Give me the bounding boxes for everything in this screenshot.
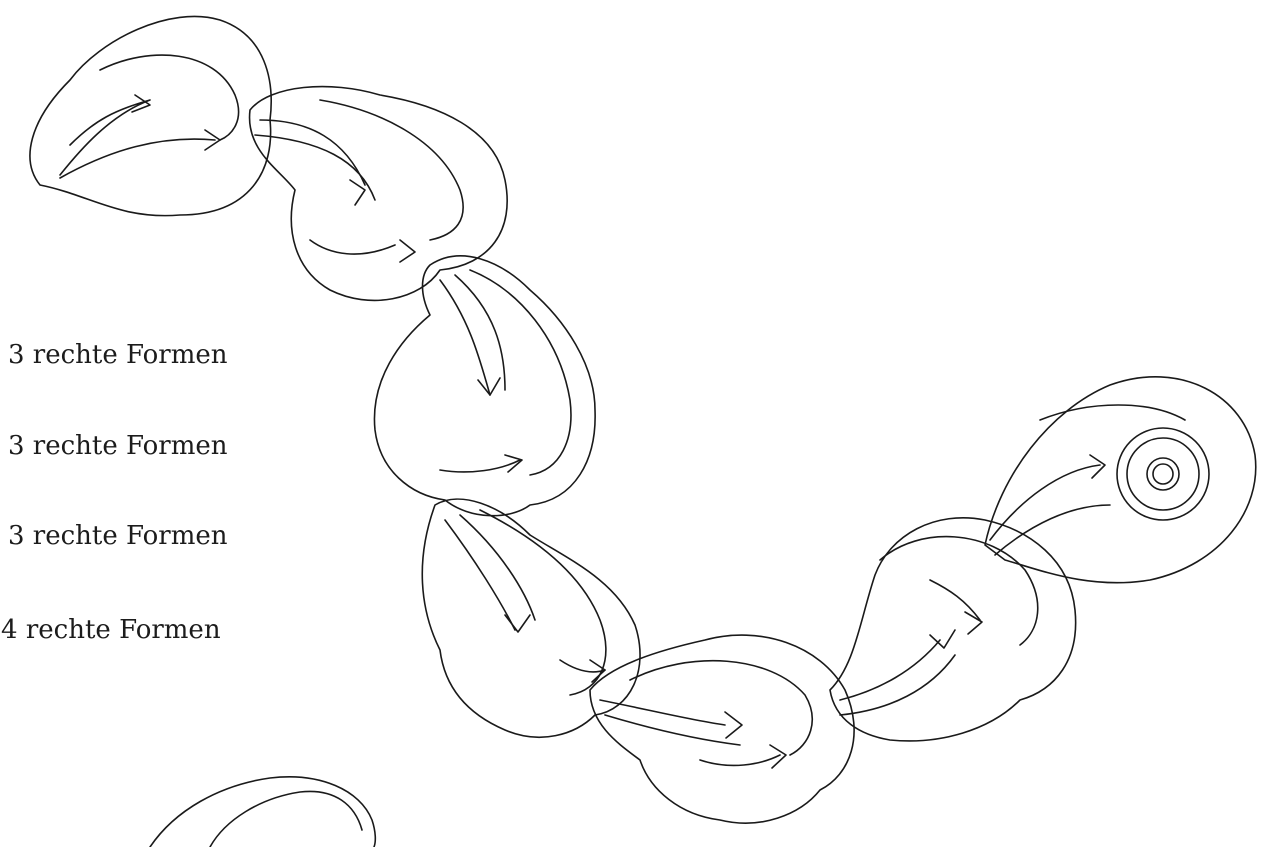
lobed-form-2 xyxy=(250,87,508,301)
partial-form xyxy=(150,777,375,847)
lobed-form-6 xyxy=(830,518,1076,741)
label-row-4: - 4 rechte Formen xyxy=(0,617,221,643)
label-row-1: 3 rechte Formen xyxy=(8,342,228,368)
lobed-form-5 xyxy=(590,635,854,823)
label-row-2: 3 rechte Formen xyxy=(8,433,228,459)
lobed-form-1 xyxy=(30,16,271,215)
label-row-3: 3 rechte Formen xyxy=(8,523,228,549)
ring-form xyxy=(985,377,1256,583)
